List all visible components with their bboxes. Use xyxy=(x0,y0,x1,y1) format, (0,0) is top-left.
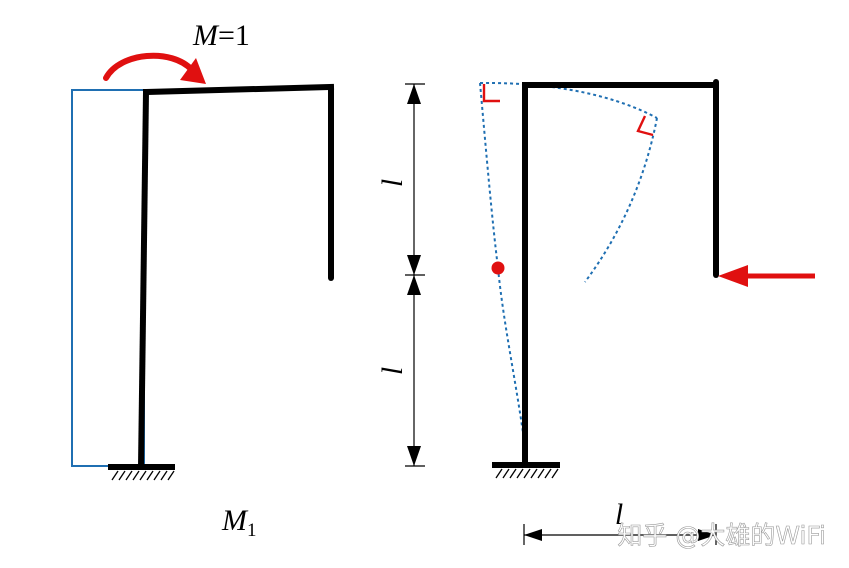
unit-moment-arrow xyxy=(103,52,206,84)
moment-label: M=1 xyxy=(192,19,250,52)
inflection-point xyxy=(491,261,505,275)
fixed-support-right xyxy=(492,462,560,479)
diagram-label-sub: 1 xyxy=(247,520,257,541)
dim-label-horizontal: l xyxy=(615,498,623,531)
right-angle-marker-corner xyxy=(482,84,500,103)
right-angle-marker-beam-end xyxy=(636,115,654,137)
left-frame-beam xyxy=(142,83,335,96)
deflected-shape-leg xyxy=(584,117,658,283)
left-frame-column xyxy=(137,88,150,471)
diagram-label-var: M xyxy=(221,504,249,537)
dim-label-upper: l xyxy=(376,179,409,187)
moment-label-var: M xyxy=(192,19,220,52)
vertical-dimension: l l xyxy=(376,83,425,467)
deflected-shape-column xyxy=(479,82,528,465)
horizontal-dimension: l xyxy=(523,498,717,545)
watermark-text: 知乎 @大雄的WiFi xyxy=(617,521,826,550)
deflected-shape-beam xyxy=(479,81,658,119)
bending-moment-diagram xyxy=(71,89,145,467)
horizontal-load-arrow xyxy=(718,265,815,287)
diagram-label: M1 xyxy=(221,504,257,541)
right-frame-figure: l xyxy=(479,79,815,545)
fixed-support-left xyxy=(108,464,175,481)
moment-label-eq: =1 xyxy=(218,19,250,52)
dim-label-lower: l xyxy=(376,367,409,375)
left-frame-figure: M=1 M1 xyxy=(71,19,335,541)
